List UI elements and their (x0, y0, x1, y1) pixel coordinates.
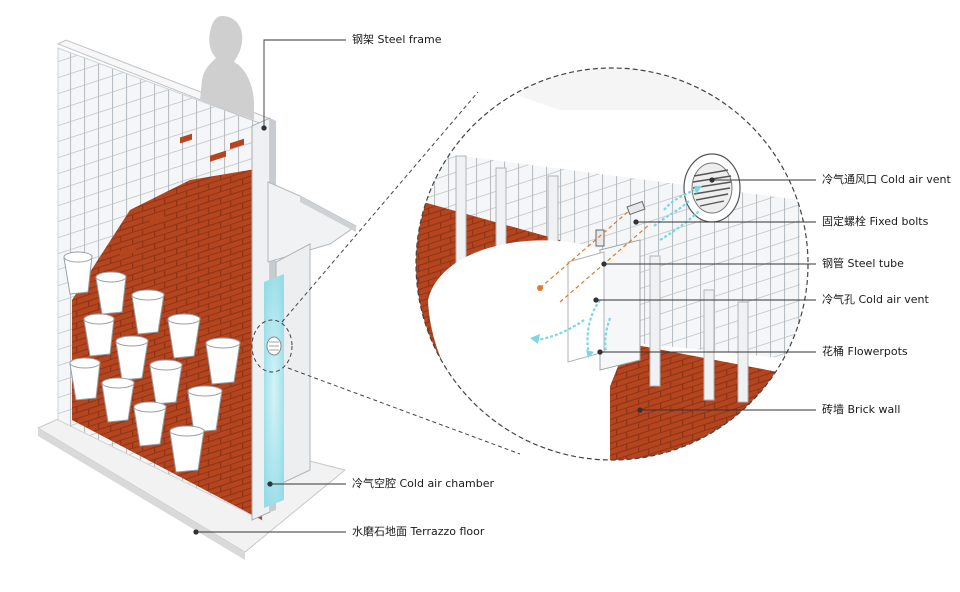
detail-circle (415, 67, 809, 461)
label-brick-wall: 砖墙 Brick wall (822, 403, 901, 416)
label-cold-air-chamber: 冷气空腔 Cold air chamber (352, 477, 495, 490)
flowerpot (69, 357, 101, 401)
flowerpot (149, 359, 183, 405)
flowerpot (131, 289, 165, 335)
cold-air-vent-grille (683, 153, 741, 223)
flowerpot (83, 313, 115, 357)
flowerpots (63, 251, 241, 473)
fixed-bolt (595, 200, 646, 247)
leader-lines (193, 39, 816, 535)
flowerpot (187, 385, 223, 433)
flowerpot (167, 313, 201, 359)
flowerpot (133, 401, 167, 447)
label-fixed-bolts: 固定螺栓 Fixed bolts (822, 215, 929, 228)
flowerpot (63, 251, 93, 295)
label-steel-frame: 钢架 Steel frame (352, 33, 442, 46)
label-cold-air-vent-hole: 冷气孔 Cold air vent (822, 293, 929, 306)
flowerpot (101, 377, 135, 423)
flowerpot (205, 337, 241, 385)
label-terrazzo-floor: 水磨石地面 Terrazzo floor (352, 525, 485, 538)
flowerpot (95, 271, 127, 315)
magnifier-connector (251, 91, 521, 455)
wall-vent-grill (266, 336, 282, 356)
label-flowerpots: 花桶 Flowerpots (822, 345, 908, 358)
person-silhouette (200, 16, 254, 120)
label-cold-air-vent-top: 冷气通风口 Cold air vent (822, 173, 951, 186)
flowerpot (115, 335, 149, 381)
flowerpot (169, 425, 205, 473)
label-steel-tube: 钢管 Steel tube (822, 257, 904, 270)
